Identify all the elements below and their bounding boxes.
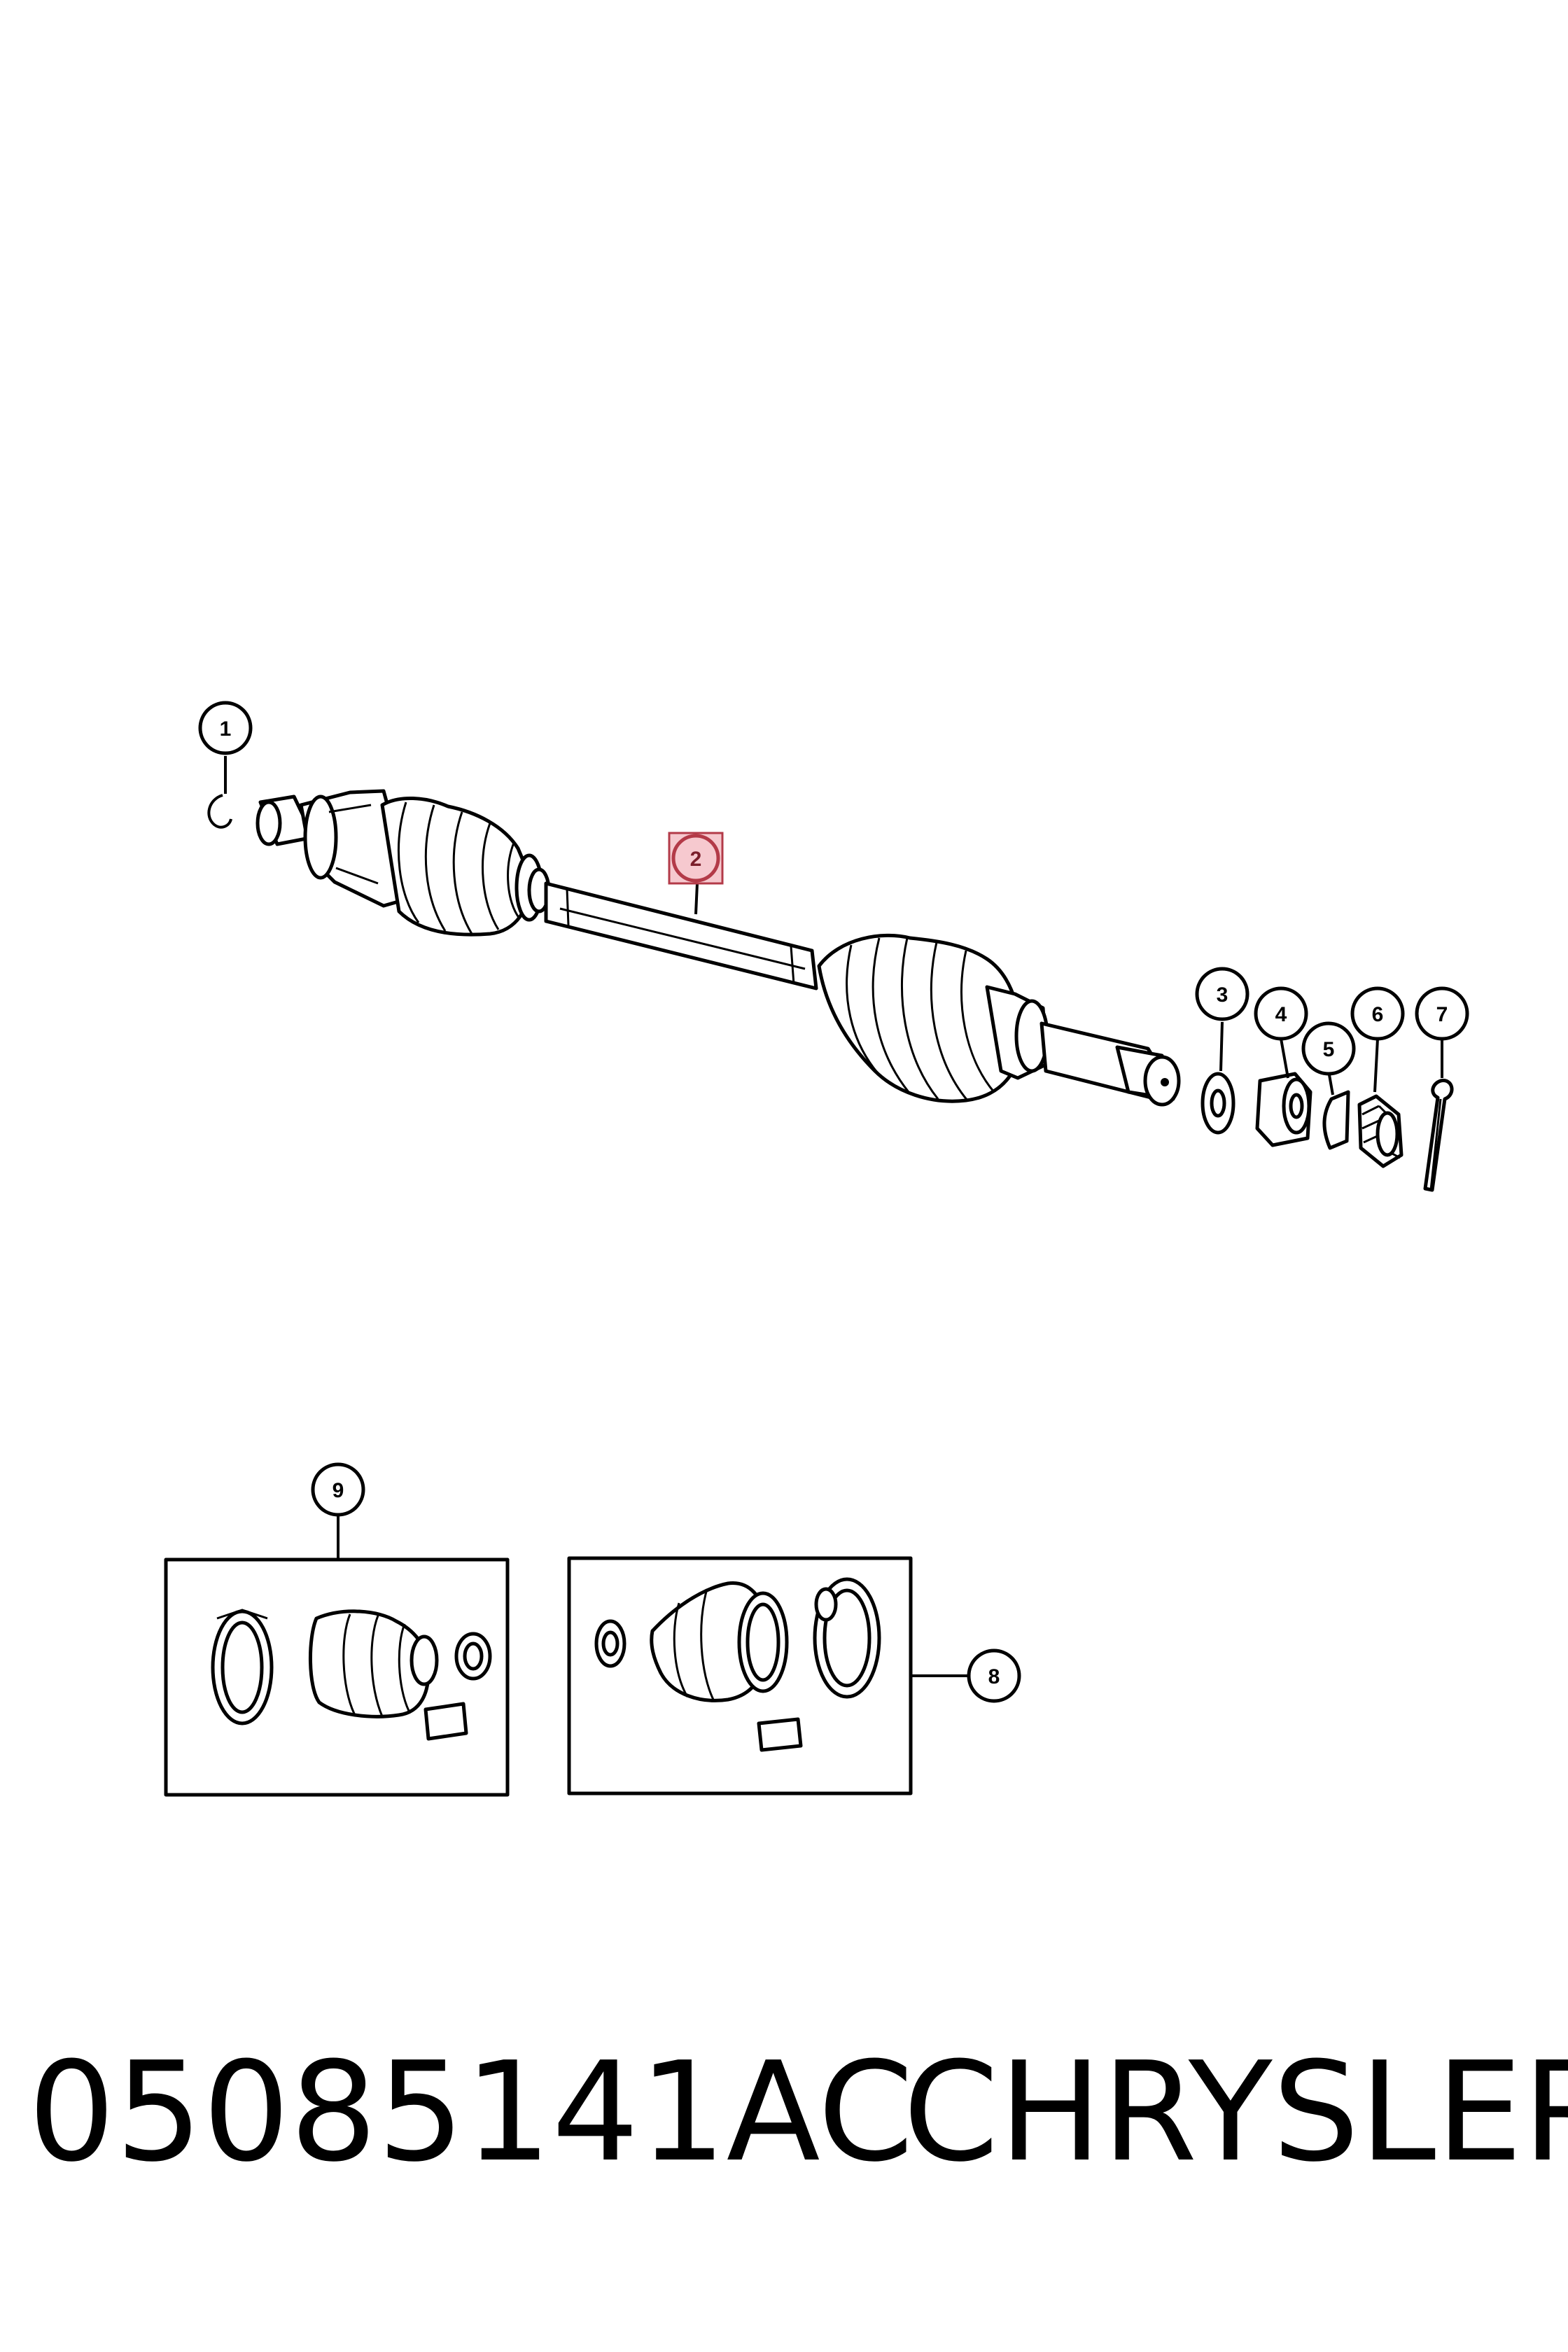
callout-4: 4 bbox=[1254, 986, 1308, 1041]
brand-name: CHRYSLER bbox=[903, 2033, 1568, 2192]
svg-text:6: 6 bbox=[1372, 1003, 1384, 1026]
svg-text:7: 7 bbox=[1436, 1003, 1448, 1026]
callout-3: 3 bbox=[1195, 967, 1250, 1021]
callout-1: 1 bbox=[198, 701, 253, 755]
cotter-pin bbox=[1423, 1079, 1454, 1192]
svg-text:2: 2 bbox=[690, 848, 702, 871]
svg-text:5: 5 bbox=[1323, 1038, 1335, 1061]
callout-8: 8 bbox=[967, 1648, 1021, 1703]
retaining-clip bbox=[207, 794, 232, 829]
washer bbox=[1200, 1072, 1236, 1135]
callout-7: 7 bbox=[1415, 986, 1469, 1041]
callout-6: 6 bbox=[1350, 986, 1405, 1041]
axle-shaft-assembly bbox=[207, 789, 1181, 1107]
boot-kit-8 bbox=[567, 1556, 913, 1795]
callout-9: 9 bbox=[311, 1462, 365, 1517]
callout-5: 5 bbox=[1301, 1021, 1356, 1076]
svg-text:1: 1 bbox=[220, 718, 232, 741]
svg-text:3: 3 bbox=[1217, 983, 1228, 1007]
svg-text:9: 9 bbox=[332, 1479, 344, 1502]
intermediate-shaft bbox=[544, 881, 818, 990]
svg-text:8: 8 bbox=[988, 1665, 1000, 1688]
svg-text:4: 4 bbox=[1275, 1003, 1287, 1026]
nut-lock bbox=[1357, 1094, 1404, 1168]
hub-hardware bbox=[1200, 1072, 1454, 1192]
spring-washer bbox=[1322, 1090, 1350, 1150]
part-number: 05085141AC bbox=[28, 2033, 914, 2192]
callout-2: 2 bbox=[668, 832, 724, 885]
hub-nut bbox=[1255, 1072, 1312, 1147]
boot-kit-9 bbox=[164, 1558, 510, 1797]
